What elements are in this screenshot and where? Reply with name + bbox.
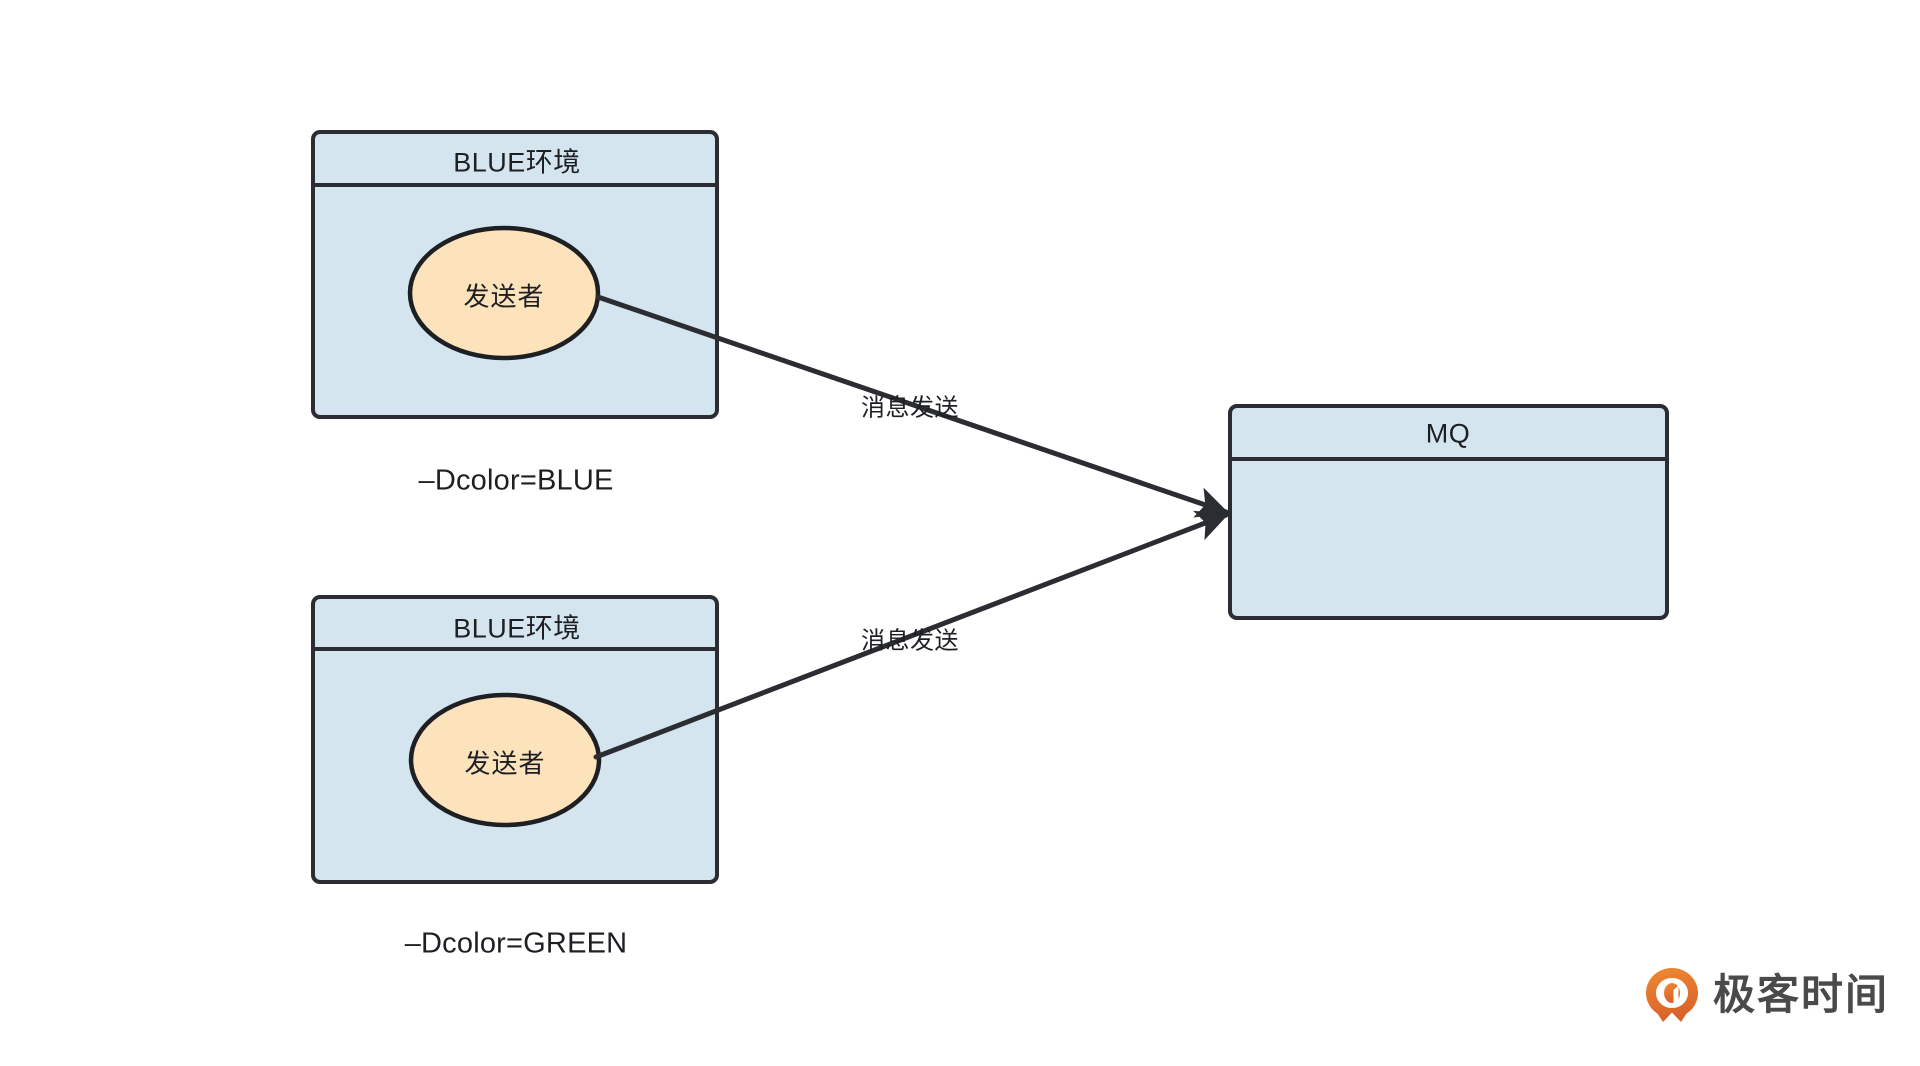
edge-bottom-label: 消息发送 — [861, 627, 959, 655]
container-mq[interactable] — [1228, 404, 1669, 620]
geektime-mark-tail — [1673, 985, 1679, 1006]
geektime-logo: 极客时间 — [1643, 958, 1893, 1032]
container-green-env-caption: –Dcolor=GREEN — [404, 927, 628, 960]
node-sender-blue-label: 发送者 — [463, 281, 545, 312]
edge-top-line[interactable] — [595, 294, 1229, 518]
edge-bottom-line[interactable] — [593, 510, 1229, 760]
node-sender-green-label: 发送者 — [464, 748, 546, 779]
container-blue-env[interactable] — [311, 130, 719, 419]
node-sender-green[interactable] — [408, 692, 602, 828]
edge-top-label: 消息发送 — [861, 394, 959, 422]
container-green-env-title: BLUE环境 — [453, 613, 581, 644]
node-sender-blue[interactable] — [407, 225, 601, 361]
container-blue-env-title: BLUE环境 — [453, 147, 581, 178]
geektime-circle-icon — [1643, 966, 1701, 1024]
container-blue-env-caption: –Dcolor=BLUE — [418, 464, 614, 497]
container-mq-title: MQ — [1425, 418, 1471, 449]
container-green-env[interactable] — [311, 595, 719, 884]
geektime-wordmark: 极客时间 — [1713, 971, 1890, 1018]
